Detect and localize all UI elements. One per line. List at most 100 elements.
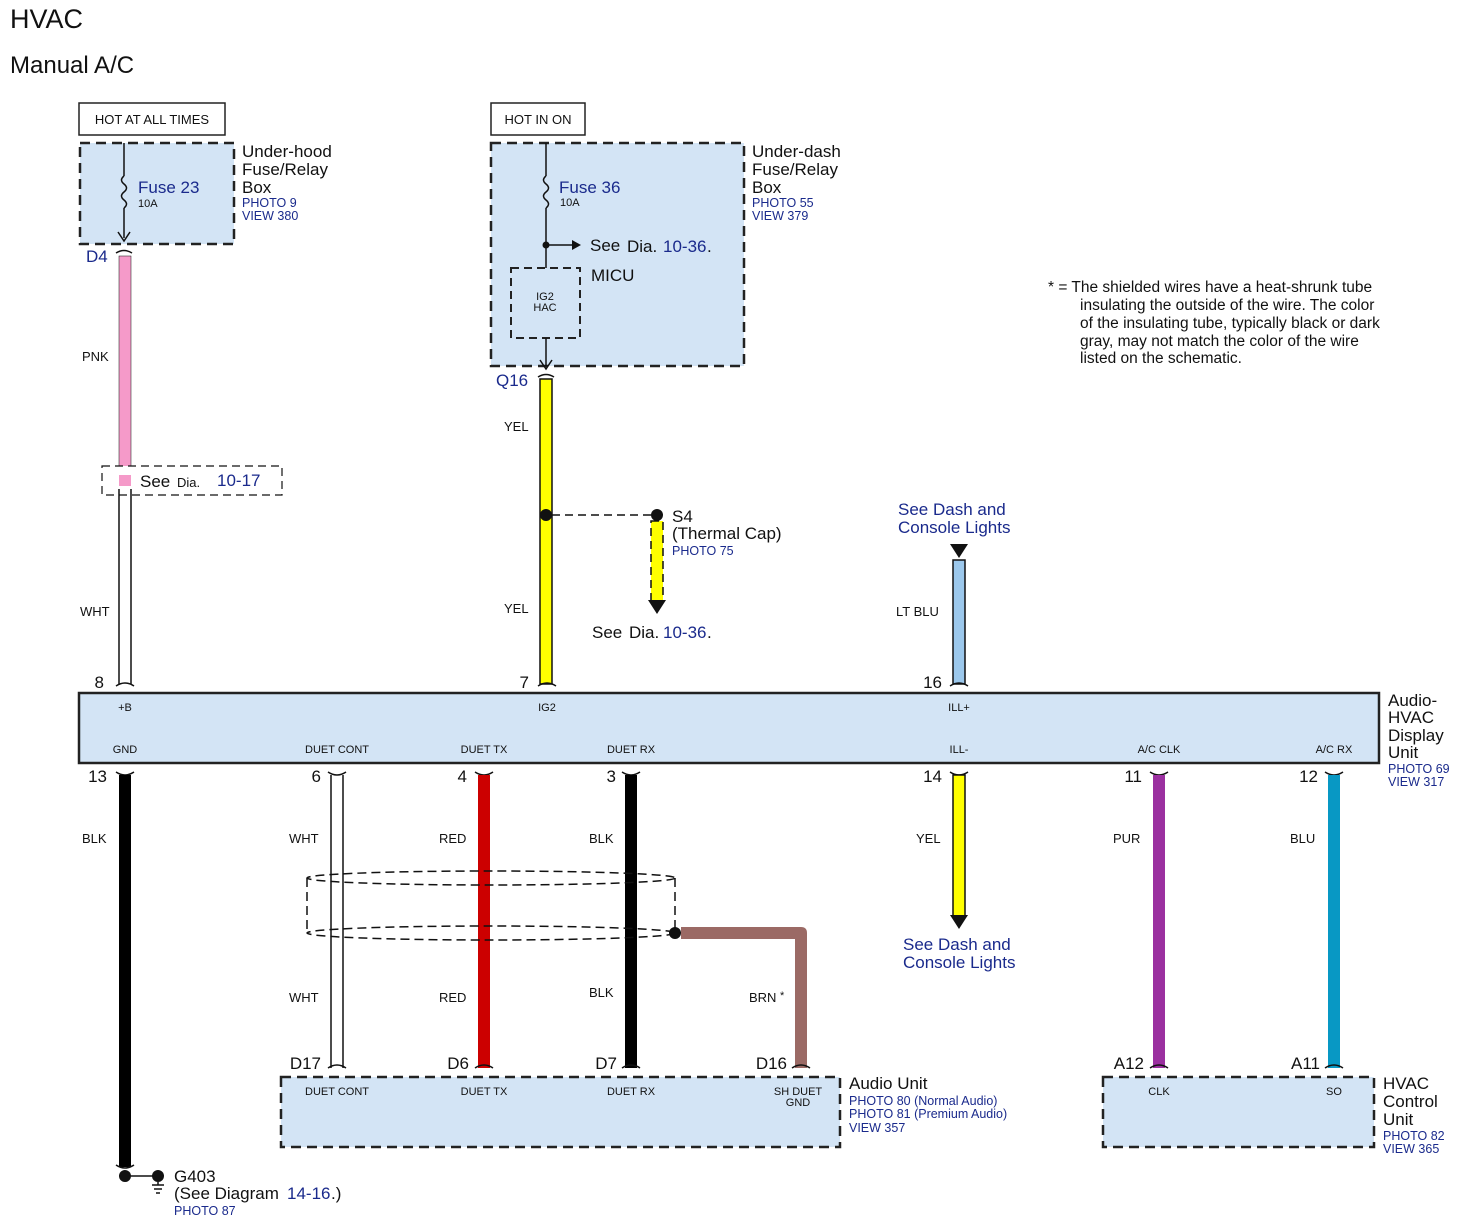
display-unit-photo: PHOTO 69 xyxy=(1388,762,1450,776)
pin-d7: D7 xyxy=(595,1054,617,1073)
wire-label-blu: BLU xyxy=(1290,831,1315,846)
audio-unit-photo-2: PHOTO 81 (Premium Audio) xyxy=(849,1107,1007,1121)
underdash-name-2: Fuse/Relay xyxy=(752,160,838,179)
underhood-fuse-box xyxy=(78,141,236,246)
see-10-36-s4-prefix: See xyxy=(592,623,622,642)
underhood-name-3: Box xyxy=(242,178,272,197)
audio-pin-label-gnd: GND xyxy=(786,1097,811,1109)
pin-d17: D17 xyxy=(290,1054,321,1073)
pin-label-ac-rx: A/C RX xyxy=(1316,744,1353,756)
fuse-36-symbol xyxy=(542,175,550,209)
pin-label-ig2: IG2 xyxy=(538,702,556,714)
see-10-36-s4-ref: 10-36 xyxy=(663,623,706,642)
audio-unit-view: VIEW 357 xyxy=(849,1121,905,1135)
ground-name: G403 xyxy=(174,1167,216,1186)
pin-label-b: +B xyxy=(118,702,132,714)
pin-11: 11 xyxy=(1124,767,1142,786)
pin-label-ill-minus: ILL- xyxy=(950,744,969,756)
pin-d6: D6 xyxy=(447,1054,469,1073)
wire-label-pnk: PNK xyxy=(82,349,109,364)
pin-label-ac-clk: A/C CLK xyxy=(1138,744,1181,756)
hvac-pin-label-clk: CLK xyxy=(1148,1086,1170,1098)
fuse-36-amps: 10A xyxy=(560,197,580,209)
micu-label: MICU xyxy=(591,266,634,285)
wire-label-wht-top: WHT xyxy=(80,604,110,619)
page-title: HVAC xyxy=(10,4,83,34)
pin-label-duet-rx: DUET RX xyxy=(607,744,656,756)
s4-name: S4 xyxy=(672,507,693,526)
fuse-23-symbol xyxy=(120,175,128,209)
pin-3: 3 xyxy=(607,767,616,786)
pin-13: 13 xyxy=(88,767,107,786)
pin-label-duet-tx: DUET TX xyxy=(461,744,508,756)
wire-blu-ac-rx xyxy=(1328,775,1340,1068)
wire-label-blk-gnd: BLK xyxy=(82,831,107,846)
dash-lights-top-1: See Dash and xyxy=(898,500,1006,519)
wire-pnk xyxy=(118,255,132,471)
hvac-unit-view: VIEW 365 xyxy=(1383,1142,1439,1156)
see-10-17-ref: 10-17 xyxy=(217,471,260,490)
fuse-23-amps: 10A xyxy=(138,198,158,210)
hvac-pin-label-so: SO xyxy=(1326,1086,1342,1098)
ground-point-g403 xyxy=(152,1170,164,1182)
shield-bottom xyxy=(306,925,676,941)
wire-label-brn: BRN xyxy=(749,990,776,1005)
pin-12: 12 xyxy=(1299,767,1318,786)
hot-in-on-header xyxy=(490,102,586,136)
see-10-36-top-prefix: See xyxy=(590,236,620,255)
wire-label-lt-blu: LT BLU xyxy=(896,604,939,619)
pin-d16: D16 xyxy=(756,1054,787,1073)
underdash-name-1: Under-dash xyxy=(752,142,841,161)
wire-label-blk-2: BLK xyxy=(589,985,614,1000)
pin-4: 4 xyxy=(458,767,467,786)
pin-label-duet-cont: DUET CONT xyxy=(305,744,369,756)
see-10-36-top-dia: Dia. xyxy=(627,237,657,256)
hot-in-on-label: HOT IN ON xyxy=(505,112,572,127)
wire-blk-duet-rx xyxy=(625,775,637,1068)
s4-photo: PHOTO 75 xyxy=(672,544,734,558)
wire-yel-ig2 xyxy=(539,378,553,685)
wire-label-yel-1: YEL xyxy=(504,419,529,434)
display-unit-name-3: Display xyxy=(1388,726,1444,745)
see-10-17-dia: Dia. xyxy=(177,475,200,490)
dash-lights-bottom-2: Console Lights xyxy=(903,953,1015,972)
pin-a11: A11 xyxy=(1291,1054,1320,1073)
hot-at-all-times-header xyxy=(78,102,226,136)
pin-14: 14 xyxy=(923,767,942,786)
wire-red-duet-tx xyxy=(478,775,490,1068)
audio-pin-label-duet-cont: DUET CONT xyxy=(305,1086,369,1098)
pin-6: 6 xyxy=(312,767,321,786)
wire-blk-gnd xyxy=(119,775,131,1167)
audio-hvac-display-unit xyxy=(77,691,1381,765)
pin-label-gnd: GND xyxy=(113,744,138,756)
pin-16: 16 xyxy=(923,673,942,692)
pin-8: 8 xyxy=(95,673,104,692)
pin-7: 7 xyxy=(520,673,529,692)
wire-yel-ill-minus xyxy=(952,774,966,917)
audio-pin-label-duet-tx: DUET TX xyxy=(461,1086,508,1098)
note-line-2: insulating the outside of the wire. The … xyxy=(1080,297,1374,314)
wire-label-pur: PUR xyxy=(1113,831,1140,846)
display-unit-name-1: Audio- xyxy=(1388,691,1437,710)
wire-label-blk-1: BLK xyxy=(589,831,614,846)
underhood-name-1: Under-hood xyxy=(242,142,332,161)
note-line-1: * = The shielded wires have a heat-shrun… xyxy=(1048,279,1372,296)
underhood-name-2: Fuse/Relay xyxy=(242,160,328,179)
display-unit-view: VIEW 317 xyxy=(1388,775,1444,789)
see-10-36-top-dot: . xyxy=(707,237,712,256)
audio-unit-photo-1: PHOTO 80 (Normal Audio) xyxy=(849,1094,997,1108)
fuse-23-label: Fuse 23 xyxy=(138,178,199,197)
pin-a12: A12 xyxy=(1114,1054,1144,1073)
ground-photo: PHOTO 87 xyxy=(174,1204,236,1218)
wire-brn-shield-drain xyxy=(681,927,807,1068)
see-10-17-prefix: See xyxy=(140,472,170,491)
shield-top xyxy=(306,870,676,886)
underdash-name-3: Box xyxy=(752,178,782,197)
ground-see-prefix: (See Diagram xyxy=(174,1184,279,1203)
relay-hac: HAC xyxy=(533,302,556,314)
connector-q16: Q16 xyxy=(496,371,528,390)
wire-label-yel-2: YEL xyxy=(504,601,529,616)
note-line-3: of the insulating tube, typically black … xyxy=(1080,315,1380,332)
